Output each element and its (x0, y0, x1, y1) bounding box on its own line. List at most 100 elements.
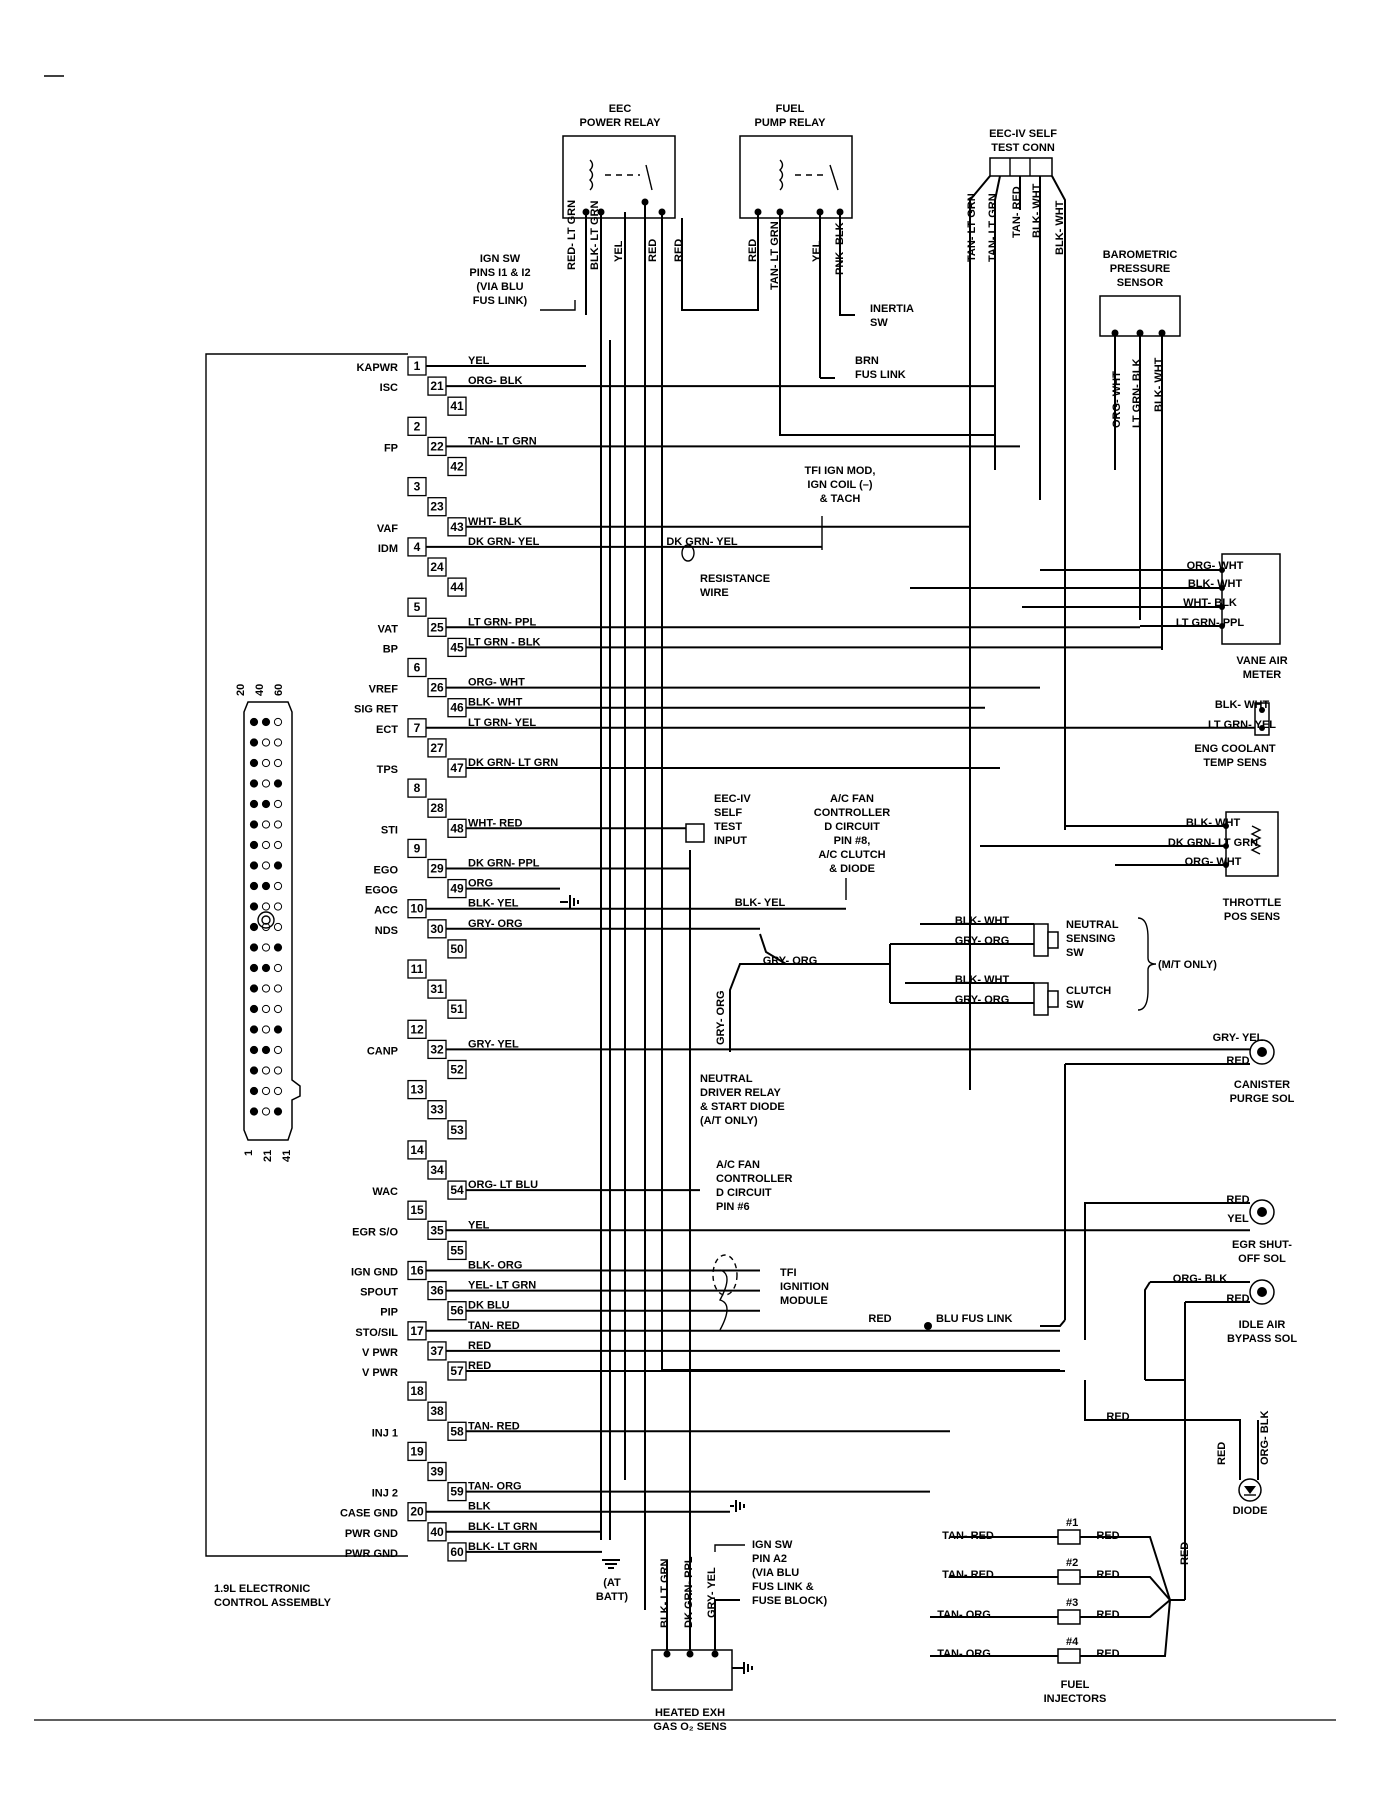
pin-number-44: 44 (450, 580, 464, 594)
pin-box-28 (427, 798, 447, 818)
wire-label: BLK- WHT (955, 915, 1010, 927)
ign-sw-a2-label-3: (VIA BLU (752, 1567, 799, 1579)
baro-label-3: SENSOR (1117, 277, 1164, 289)
pin-number-14: 14 (410, 1143, 424, 1157)
vertical-wire-label: GRY- ORG (715, 990, 727, 1045)
connector-hole (261, 1045, 271, 1055)
eec-relay-label-2: POWER RELAY (580, 117, 662, 129)
signal-name-40: PWR GND (345, 1528, 398, 1540)
pin-number-39: 39 (430, 1465, 444, 1479)
idle-air-label-2: BYPASS SOL (1227, 1333, 1297, 1345)
pin-box-12 (407, 1019, 427, 1039)
pin-number-28: 28 (430, 801, 444, 815)
wire-label: RED (1226, 1194, 1249, 1206)
tfi-ign-mod-label-3: & TACH (820, 493, 861, 505)
connector-hole (261, 840, 271, 850)
resistance-wire-label-2: WIRE (700, 587, 729, 599)
canister-label-2: PURGE SOL (1230, 1093, 1295, 1105)
connector-hole (261, 984, 271, 993)
connector-hole (273, 984, 283, 993)
wire-color-45: LT GRN - BLK (468, 636, 541, 648)
ac-fan-8-label-2: CONTROLLER (814, 807, 890, 819)
wire-label: RED (1106, 1411, 1129, 1423)
ign-sw-label-3: (VIA BLU (476, 281, 523, 293)
wire-color-22: TAN- LT GRN (468, 435, 537, 447)
self-test-connector (969, 157, 1066, 1090)
wire-label: BLK- WHT (955, 974, 1010, 986)
ign-sw-label-4: FUS LINK) (473, 295, 528, 307)
vertical-wire-label: RED (673, 239, 685, 262)
vertical-wire-label: TAN- LT GRN (966, 193, 978, 262)
injectors-label: FUEL (1061, 1679, 1090, 1691)
pin-number-35: 35 (430, 1223, 444, 1237)
pin-number-57: 57 (450, 1364, 464, 1378)
pin-number-5: 5 (414, 600, 421, 614)
signal-name-22: FP (384, 442, 398, 454)
wire-color-32: GRY- YEL (468, 1038, 519, 1050)
connector-hole (273, 738, 283, 747)
signal-name-37: V PWR (362, 1347, 398, 1359)
pin-number-18: 18 (410, 1384, 424, 1398)
pin-number-10: 10 (410, 902, 424, 916)
connector-hole (261, 963, 271, 973)
signal-name-20: CASE GND (340, 1508, 398, 1520)
ac-fan-8-label-6: & DIODE (829, 863, 875, 875)
signal-name-32: CANP (367, 1045, 398, 1057)
pin-number-36: 36 (430, 1284, 444, 1298)
pin-number-52: 52 (450, 1063, 464, 1077)
connector-hole (249, 943, 259, 952)
brn-fus-label-2: FUS LINK (855, 369, 906, 381)
pin-number-21: 21 (430, 379, 444, 393)
vertical-wire-label: RED (1216, 1442, 1228, 1465)
connector-hole (249, 984, 259, 993)
connector-hole (273, 779, 283, 788)
pin-box-15 (407, 1200, 427, 1220)
barometric-pressure-sensor (1099, 295, 1181, 650)
wire-lines (426, 365, 1255, 1553)
mt-only-label: (M/T ONLY) (1158, 959, 1217, 971)
egr-sol-label: EGR SHUT- (1232, 1239, 1292, 1251)
signal-name-10: ACC (374, 905, 398, 917)
signal-name-57: V PWR (362, 1367, 398, 1379)
pin-number-60: 60 (450, 1545, 464, 1559)
pin-box-24 (427, 557, 447, 577)
wire-color-37: RED (468, 1340, 491, 1352)
connector-hole (249, 779, 259, 788)
signal-name-54: WAC (372, 1186, 398, 1198)
wire-color-36: YEL- LT GRN (468, 1280, 536, 1292)
baro-label: BAROMETRIC (1103, 249, 1178, 261)
ign-sw-label-2: PINS I1 & I2 (469, 267, 530, 279)
tfi-module-label-3: MODULE (780, 1295, 828, 1307)
connector-hole (249, 840, 259, 850)
canister-purge-solenoid (1064, 1039, 1275, 1320)
wire-color-47: DK GRN- LT GRN (468, 757, 558, 769)
clutch-sw-label: CLUTCH (1066, 985, 1111, 997)
tfi-ign-mod-label: TFI IGN MOD, (805, 465, 876, 477)
pin-number-6: 6 (414, 661, 421, 675)
ect-sensor (1254, 702, 1270, 736)
wire-color-20: BLK (468, 1501, 491, 1513)
wire-label: TAN- RED (942, 1530, 994, 1542)
pin-number-15: 15 (410, 1203, 424, 1217)
wire-color-35: YEL (468, 1219, 490, 1231)
wire-label: BLK- WHT (1215, 699, 1270, 711)
ign-sw-label: IGN SW (480, 253, 521, 265)
pin-number-46: 46 (450, 701, 464, 715)
signal-name-26: VREF (369, 684, 399, 696)
connector-hole (249, 902, 259, 911)
connector-hole (261, 799, 271, 809)
pin-box-31 (427, 979, 447, 999)
pin-number-59: 59 (450, 1485, 464, 1499)
tfi-module-label-2: IGNITION (780, 1281, 829, 1293)
pin-box-41 (447, 396, 467, 416)
connector-hole (273, 1025, 283, 1034)
pin-box-11 (407, 959, 427, 979)
egr-sol-label-2: OFF SOL (1238, 1253, 1286, 1265)
wire-color-46: BLK- WHT (468, 697, 523, 709)
wire-label: WHT- BLK (1183, 597, 1237, 609)
vertical-wire-label: RED (1179, 1542, 1191, 1565)
wire-color-1: YEL (468, 355, 490, 367)
